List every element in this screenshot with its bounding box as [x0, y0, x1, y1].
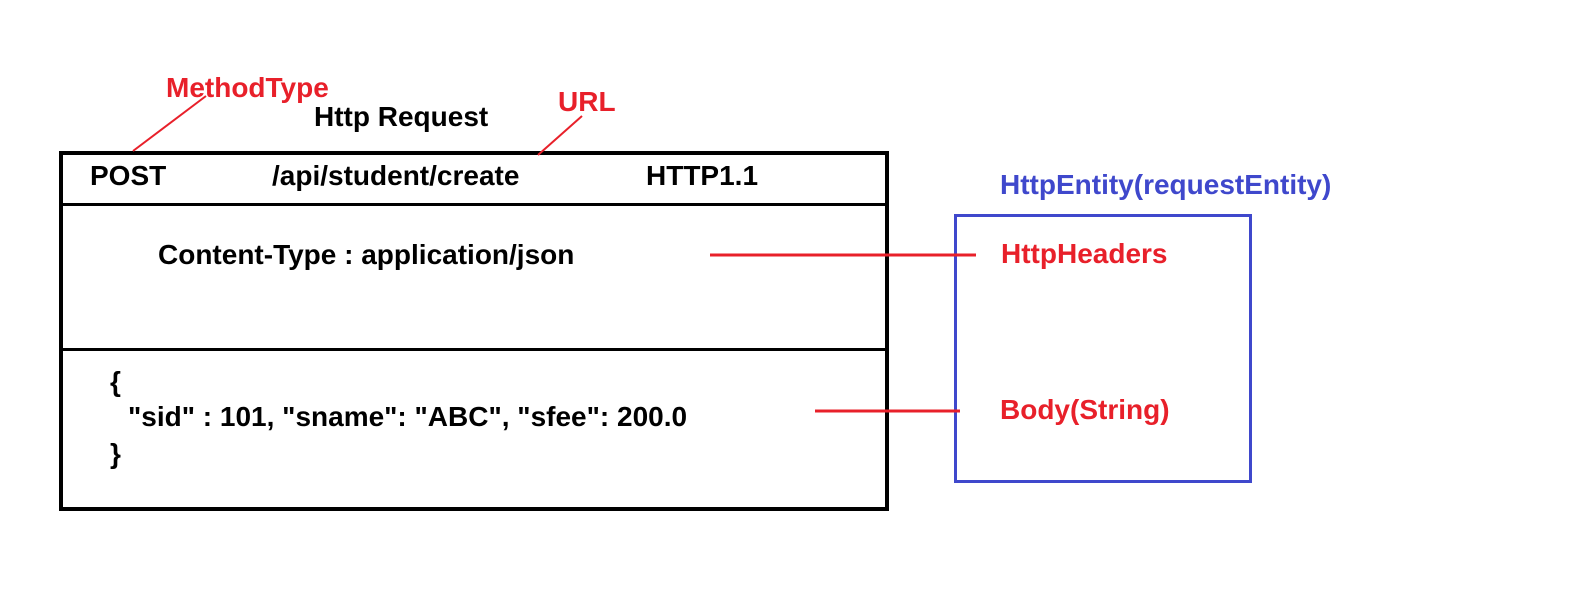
http-request-box	[59, 151, 889, 511]
body-content: "sid" : 101, "sname": "ABC", "sfee": 200…	[128, 401, 688, 432]
http-headers-label: HttpHeaders	[1001, 238, 1168, 269]
headers-divider	[63, 348, 885, 351]
body-open-brace: {	[110, 366, 121, 397]
body-close-brace: }	[110, 438, 121, 469]
http-entity-label: HttpEntity(requestEntity)	[1000, 169, 1332, 200]
request-version: HTTP1.1	[646, 160, 759, 191]
http-request-title: Http Request	[314, 101, 489, 132]
method-type-label: MethodType	[166, 72, 329, 103]
url-pointer	[537, 115, 583, 156]
http-entity-box	[954, 214, 1252, 483]
request-line-divider	[63, 203, 885, 206]
content-type-header: Content-Type : application/json	[158, 239, 575, 270]
request-path: /api/student/create	[272, 160, 520, 191]
request-method: POST	[90, 160, 167, 191]
body-string-label: Body(String)	[1000, 394, 1170, 425]
url-label: URL	[558, 86, 616, 117]
method-type-pointer	[132, 95, 207, 152]
